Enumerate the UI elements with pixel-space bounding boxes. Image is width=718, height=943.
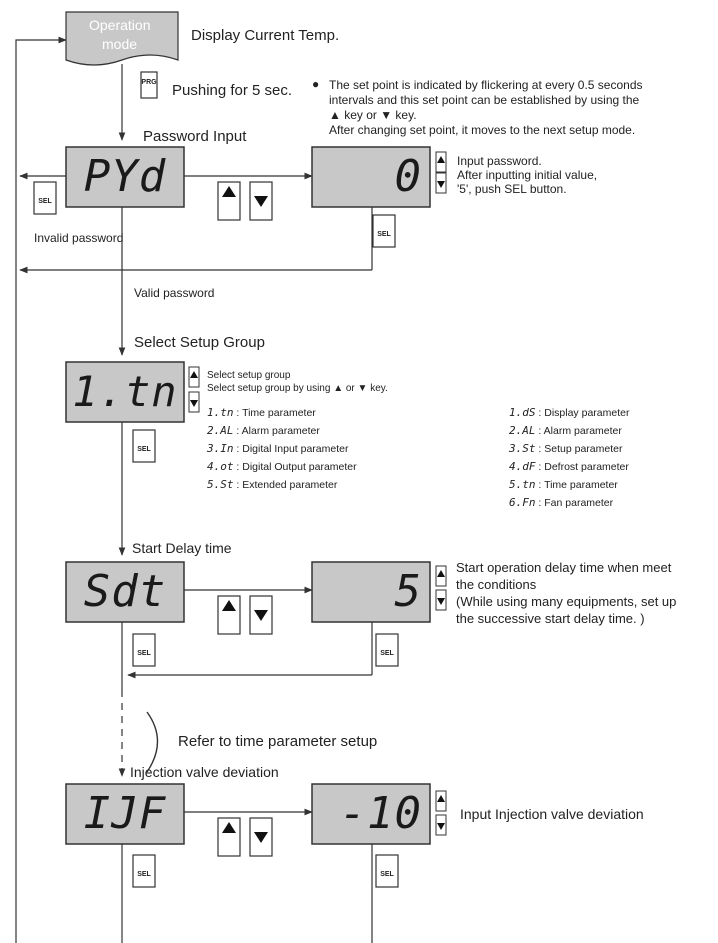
group-right-item: 5.tn : Time parameter (509, 478, 618, 491)
password-title: Password Input (143, 128, 247, 145)
group-left-item: 2.AL : Alarm parameter (207, 424, 320, 437)
operation-mode-description: Display Current Temp. (191, 27, 340, 44)
note-line-1: The set point is indicated by flickering… (329, 78, 643, 92)
sel-key-password[interactable] (372, 214, 396, 248)
start-delay-value-display (311, 561, 431, 623)
prg-key-label: PRG (141, 79, 157, 86)
group-left-item: 1.tn : Time parameter (207, 406, 316, 419)
start-delay-value-code: 5 (394, 566, 422, 617)
operation-mode-label-line1: Operation (89, 17, 151, 33)
operation-mode-box (65, 11, 179, 66)
note-line-2: intervals and this set point can be esta… (329, 93, 640, 107)
invalid-password-text: Invalid password (34, 231, 124, 245)
start-delay-hint-4: the successive start delay time. ) (456, 611, 645, 626)
sel-label-invalid: SEL (38, 198, 52, 205)
sel-key-delay[interactable] (132, 633, 156, 667)
sel-key-injection-value[interactable] (375, 854, 399, 888)
setup-group-hint-1: Select setup group (207, 370, 291, 381)
up-key-3[interactable] (217, 817, 241, 857)
setup-group-hint-2: Select setup group by using ▲ or ▼ key. (207, 383, 388, 394)
sel-label-injection: SEL (137, 871, 151, 878)
password-display (65, 146, 185, 208)
sel-label-delay: SEL (137, 650, 151, 657)
sel-key-delay-value[interactable] (375, 633, 399, 667)
setup-group-title: Select Setup Group (134, 334, 265, 351)
refer-text: Refer to time parameter setup (178, 733, 378, 750)
group-right-item: 3.St : Setup parameter (509, 442, 623, 455)
group-left-item: 4.ot : Digital Output parameter (207, 460, 357, 473)
group-right-item: 6.Fn : Fan parameter (509, 496, 614, 509)
note-line-3: ▲ key or ▼ key. (329, 108, 417, 122)
password-value-code: 0 (394, 151, 422, 202)
injection-display (65, 783, 185, 845)
start-delay-display (65, 561, 185, 623)
password-value-display (311, 146, 431, 208)
sel-label-injection-value: SEL (380, 871, 394, 878)
group-right-item: 2.AL : Alarm parameter (509, 424, 622, 437)
setup-group-display-code: 1.tn (72, 367, 178, 416)
operation-mode-label-line2: mode (102, 36, 138, 52)
sel-label-setup-group: SEL (137, 446, 151, 453)
up-key-1[interactable] (217, 181, 241, 221)
valid-password-text: Valid password (134, 286, 215, 300)
small-down-icon-1 (437, 181, 445, 188)
group-right-item: 1.dS : Display parameter (509, 406, 630, 419)
password-hint-2: After inputting initial value, (457, 168, 598, 182)
injection-value-code: -10 (339, 788, 422, 839)
group-left-item: 3.In : Digital Input parameter (207, 442, 349, 455)
note-line-4: After changing set point, it moves to th… (329, 123, 636, 137)
sel-label-password: SEL (377, 231, 391, 238)
refer-bracket (146, 711, 159, 773)
down-arrow-icon-1 (254, 196, 268, 207)
start-delay-display-code: Sdt (83, 566, 167, 617)
sel-label-delay-value: SEL (380, 650, 394, 657)
prg-key-icon (140, 71, 158, 99)
injection-display-code: IJF (83, 788, 167, 839)
injection-hint: Input Injection valve deviation (460, 806, 644, 822)
group-right-item: 4.dF : Defrost parameter (509, 460, 629, 473)
injection-value-display (311, 783, 431, 845)
password-display-code: PYd (83, 151, 167, 202)
injection-title: Injection valve deviation (130, 764, 279, 780)
sel-key-setup-group[interactable] (132, 429, 156, 463)
start-delay-title: Start Delay time (132, 540, 232, 556)
start-delay-hint-1: Start operation delay time when meet (456, 560, 672, 575)
group-left-item: 5.St : Extended parameter (207, 478, 338, 491)
setup-group-display (65, 361, 185, 423)
note-bullet: ● (312, 77, 320, 91)
return-loop-line (15, 36, 67, 943)
up-arrow-icon-1 (222, 186, 236, 197)
prg-push-text: Pushing for 5 sec. (172, 82, 293, 99)
sel-key-injection[interactable] (132, 854, 156, 888)
small-up-icon-1 (437, 156, 445, 163)
up-key-2[interactable] (217, 595, 241, 635)
sel-key-invalid[interactable] (33, 181, 57, 215)
password-hint-1: Input password. (457, 154, 542, 168)
start-delay-hint-2: the conditions (456, 577, 537, 592)
start-delay-hint-3: (While using many equipments, set up (456, 594, 677, 609)
password-hint-3: '5', push SEL button. (457, 182, 567, 196)
